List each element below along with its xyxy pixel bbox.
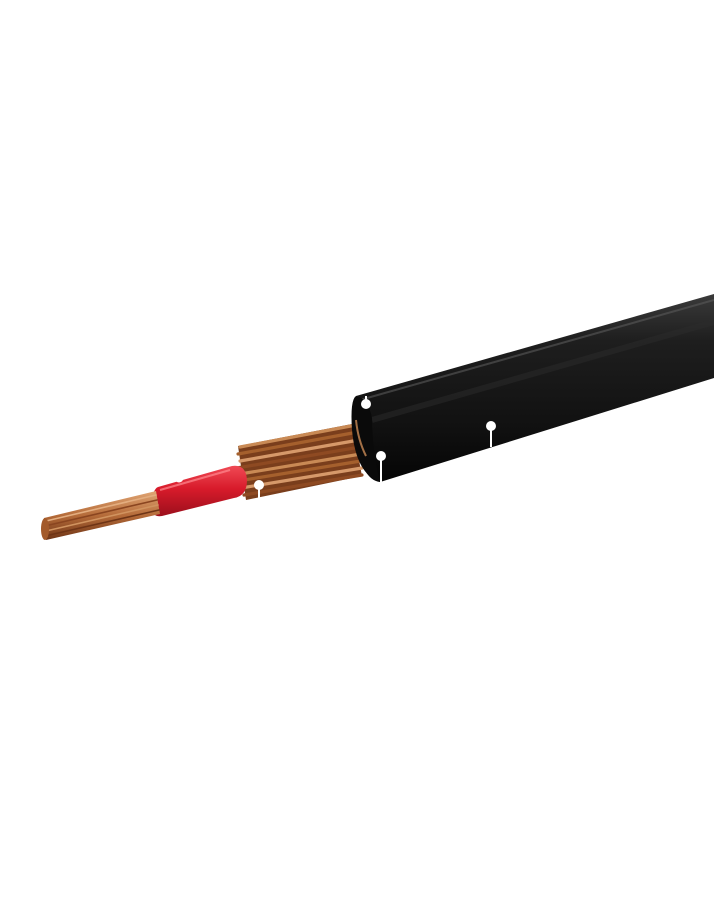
armour-filler-marker bbox=[361, 396, 371, 409]
outer-copper-strands bbox=[235, 423, 364, 500]
callout-markers bbox=[174, 396, 496, 498]
red-insulation bbox=[151, 465, 247, 517]
inner-copper-conductor bbox=[41, 491, 160, 540]
insulation-marker bbox=[174, 473, 184, 483]
inner-conductor-marker bbox=[376, 451, 386, 482]
outer-sheath bbox=[351, 294, 714, 482]
outer-sheath-marker bbox=[486, 421, 496, 447]
outer-strands-marker bbox=[254, 480, 264, 498]
